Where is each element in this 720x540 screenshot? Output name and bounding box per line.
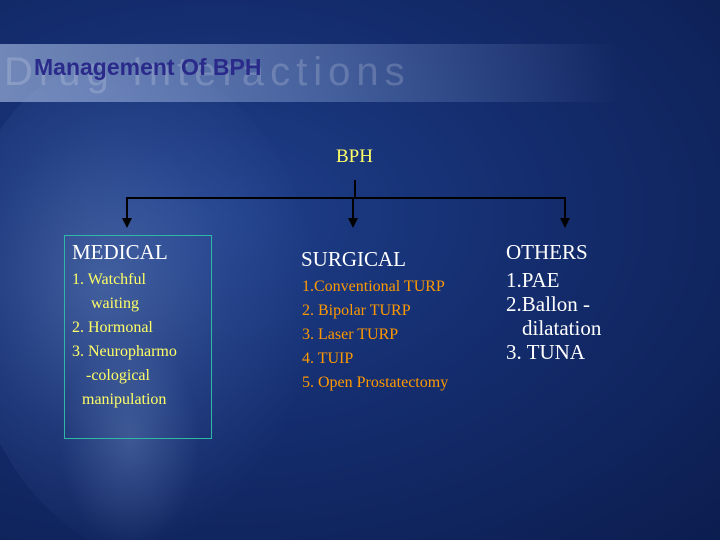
list-item: 2. Hormonal xyxy=(72,319,153,336)
list-item: 1. Watchful xyxy=(72,271,146,288)
list-item: manipulation xyxy=(82,391,167,408)
medical-list: 1. Watchful waiting 2. Hormonal 3. Neuro… xyxy=(72,268,177,412)
medical-heading: MEDICAL xyxy=(72,240,168,264)
anatomy-illustration-lower xyxy=(60,330,200,540)
tree-crossbar xyxy=(126,197,566,199)
list-item: 3. Laser TURP xyxy=(302,326,399,343)
surgical-list: 1.Conventional TURP 2. Bipolar TURP 3. L… xyxy=(302,275,448,395)
list-item: dilatation xyxy=(522,316,602,340)
arrow-down-icon xyxy=(560,218,570,228)
list-item: 2.Ballon - xyxy=(506,292,590,316)
tree-branch-others xyxy=(564,197,566,219)
arrow-down-icon xyxy=(348,218,358,228)
list-item: 1.PAE xyxy=(506,268,560,292)
list-item: 4. TUIP xyxy=(302,350,354,367)
list-item: 1.Conventional TURP xyxy=(302,278,445,295)
surgical-heading: SURGICAL xyxy=(301,247,407,271)
slide-title: Management Of BPH xyxy=(34,54,262,80)
anatomy-illustration xyxy=(0,60,320,540)
arrow-down-icon xyxy=(122,218,132,228)
medical-box xyxy=(64,235,212,439)
list-item: -cological xyxy=(86,367,150,384)
list-item: waiting xyxy=(91,295,139,312)
title-band xyxy=(0,44,620,102)
tree-branch-medical xyxy=(126,197,128,219)
others-heading: OTHERS xyxy=(506,240,588,264)
tree-branch-surgical xyxy=(352,197,354,219)
list-item: 5. Open Prostatectomy xyxy=(302,374,449,391)
others-list: 1.PAE 2.Ballon - dilatation 3. TUNA xyxy=(506,268,601,364)
list-item: 3. Neuropharmo xyxy=(72,343,177,360)
tree-root-label: BPH xyxy=(336,146,373,167)
watermark-text: Drug Interactions xyxy=(4,50,411,94)
list-item: 3. TUNA xyxy=(506,340,585,364)
list-item: 2. Bipolar TURP xyxy=(302,302,411,319)
tree-stem xyxy=(354,180,356,198)
